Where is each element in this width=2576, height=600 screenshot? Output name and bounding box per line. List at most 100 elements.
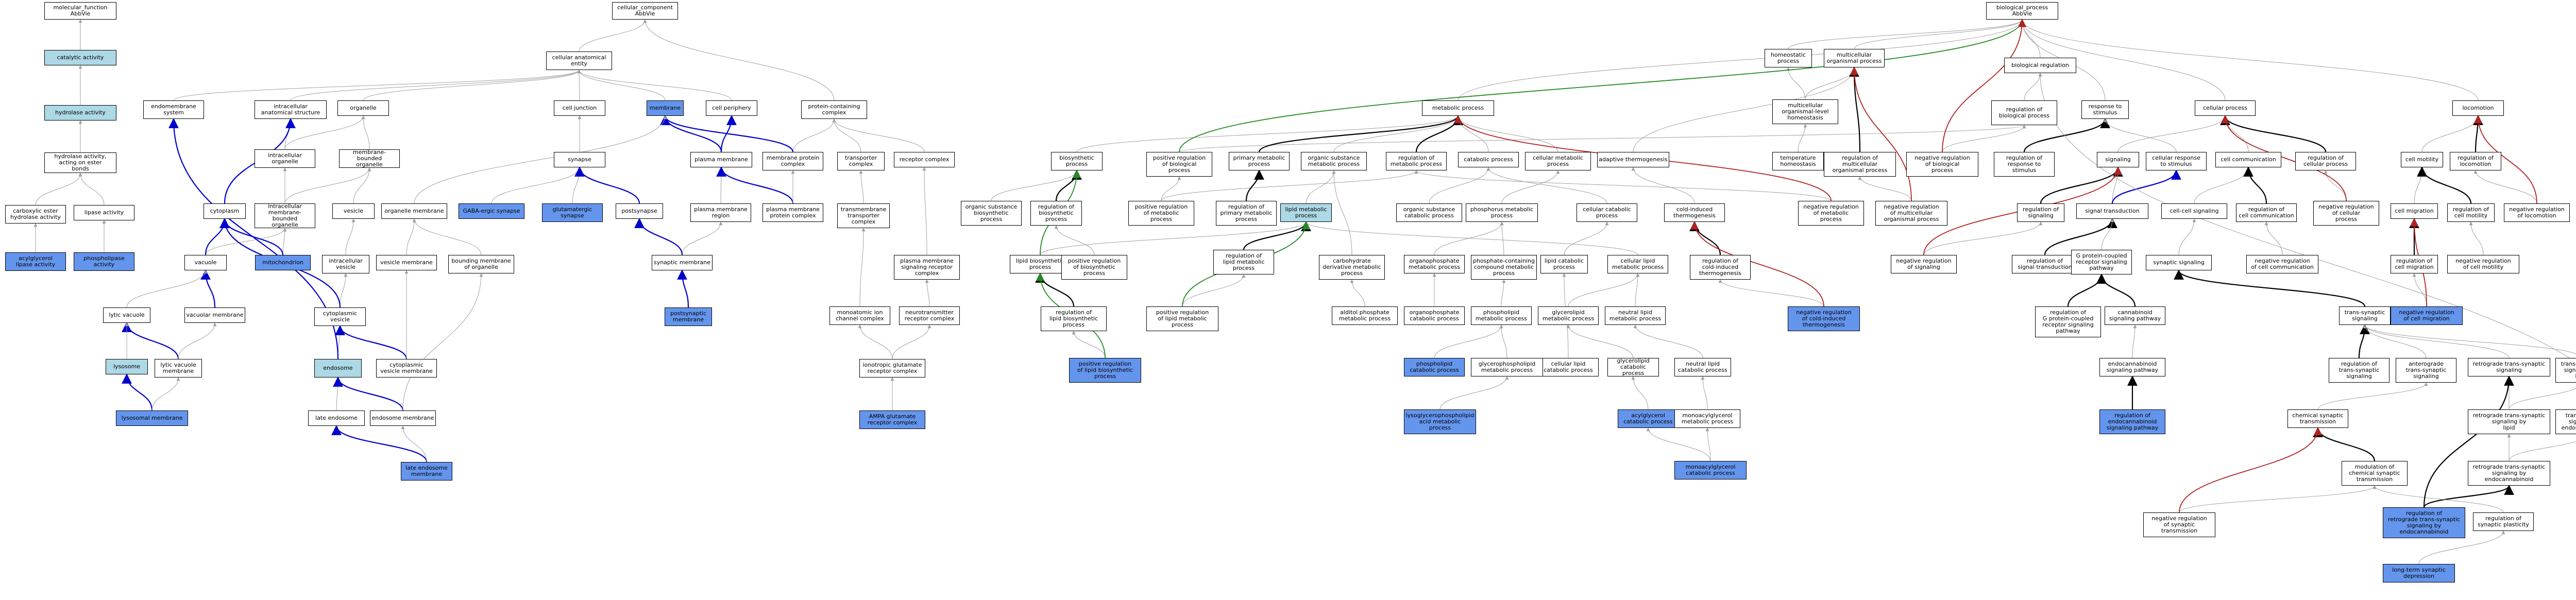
node-membrane-bounded[interactable]: membrane-bounded organelle	[339, 149, 400, 168]
node-trans-synaptic-lipid[interactable]: trans-synaptic signaling by lipid	[2555, 358, 2576, 383]
node-pm-protein-complex[interactable]: plasma membrane protein complex	[762, 203, 823, 222]
node-reg-trans-synaptic[interactable]: regulation of trans-synaptic signaling	[2329, 358, 2389, 383]
node-vesicle[interactable]: vesicle	[332, 203, 375, 219]
node-reg-gpcr[interactable]: regulation of G protein-coupled receptor…	[2035, 306, 2101, 337]
node-neg-reg-multicellular[interactable]: negative regulation of multicellular org…	[1875, 201, 1947, 226]
node-neg-reg-synaptic[interactable]: negative regulation of synaptic transmis…	[2143, 512, 2215, 537]
node-vesicle-membrane[interactable]: vesicle membrane	[376, 255, 437, 270]
node-reg-signaling[interactable]: regulation of signaling	[2017, 203, 2064, 222]
node-alditol-phosphate[interactable]: alditol phosphate metabolic process	[1332, 306, 1398, 325]
node-reg-bio-process[interactable]: regulation of biological process	[1991, 100, 2057, 125]
node-homeostatic[interactable]: homeostatic process	[1765, 49, 1812, 67]
node-catabolic[interactable]: catabolic process	[1458, 152, 1519, 167]
node-membrane[interactable]: membrane	[647, 100, 684, 116]
node-endosome[interactable]: endosome	[314, 359, 362, 378]
node-protein-complex[interactable]: protein-containing complex	[801, 100, 867, 119]
node-intracellular-as[interactable]: intracellular anatomical structure	[255, 100, 327, 119]
node-trans-synaptic[interactable]: trans-synaptic signaling	[2339, 306, 2391, 325]
node-ionotropic[interactable]: ionotropic glutamate receptor complex	[859, 359, 925, 378]
node-cc[interactable]: cellular_component AbbVie	[612, 2, 678, 20]
node-plasma-membrane[interactable]: plasma membrane	[690, 152, 752, 167]
node-cellular-process[interactable]: cellular process	[2195, 100, 2256, 116]
node-gaba-synapse[interactable]: GABA-ergic synapse	[459, 203, 524, 219]
node-metabolic[interactable]: metabolic process	[1422, 100, 1494, 116]
node-endocannabinoid-signaling[interactable]: endocannabinoid signaling pathway	[2099, 358, 2165, 376]
node-neg-reg-cell-migration[interactable]: negative regulation of cell migration	[2391, 306, 2463, 325]
node-anterograde[interactable]: anterograde trans-synaptic signaling	[2396, 358, 2456, 383]
node-cytoplasmic-vesicle[interactable]: cytoplasmic vesicle	[314, 307, 366, 326]
node-synapse[interactable]: synapse	[554, 152, 605, 167]
node-primary-metabolic[interactable]: primary metabolic process	[1229, 152, 1290, 170]
node-neurotransmitter-rc[interactable]: neurotransmitter receptor complex	[899, 306, 960, 325]
node-bounding-membrane[interactable]: bounding membrane of organelle	[448, 255, 514, 273]
node-reg-lipid-metabolic[interactable]: regulation of lipid metabolic process	[1213, 250, 1274, 275]
node-reg-cell-comm[interactable]: regulation of cell communication	[2236, 203, 2297, 222]
node-organic-substance-metabolic[interactable]: organic substance metabolic process	[1301, 152, 1367, 170]
node-reg-cell-migration[interactable]: regulation of cell migration	[2391, 255, 2438, 273]
node-reg-biosynthetic[interactable]: regulation of biosynthetic process	[1030, 201, 1082, 226]
node-organelle-membrane[interactable]: organelle membrane	[381, 203, 447, 219]
node-response-stimulus[interactable]: response to stimulus	[2081, 100, 2129, 119]
node-intracellular-organelle[interactable]: intracellular organelle	[255, 149, 315, 168]
node-cellular-lipid-metabolic[interactable]: cellular lipid metabolic process	[1607, 255, 1668, 273]
node-temperature-homeostasis[interactable]: temperature homeostasis	[1772, 152, 1824, 170]
node-phospholipid-catabolic[interactable]: phospholipid catabolic process	[1404, 358, 1465, 376]
node-lysosome[interactable]: lysosome	[106, 359, 148, 374]
node-synaptic-signaling[interactable]: synaptic signaling	[2146, 255, 2212, 270]
node-neg-reg-metabolic[interactable]: negative regulation of metabolic process	[1798, 201, 1864, 226]
node-phospholipid-metabolic[interactable]: phospholipid metabolic process	[1471, 306, 1532, 325]
node-late-endosome-membrane[interactable]: late endosome membrane	[401, 462, 452, 481]
node-glutamatergic[interactable]: glutamatergic synapse	[542, 203, 603, 222]
node-retrograde[interactable]: retrograde trans-synaptic signaling	[2468, 358, 2550, 376]
node-cell-migration[interactable]: cell migration	[2391, 203, 2438, 219]
node-hydrolase-ester[interactable]: hydrolase activity, acting on ester bond…	[44, 152, 116, 173]
node-neg-reg-cold-thermo[interactable]: negative regulation of cold-induced ther…	[1788, 306, 1860, 331]
node-cell-junction[interactable]: cell junction	[554, 100, 605, 116]
node-cytoplasm[interactable]: cytoplasm	[204, 203, 246, 219]
node-biosynthetic[interactable]: biosynthetic process	[1051, 152, 1103, 170]
node-mitochondrion[interactable]: mitochondrion	[255, 255, 311, 270]
node-pos-reg-metabolic[interactable]: positive regulation of metabolic process	[1128, 201, 1194, 226]
node-neutral-lipid-metabolic[interactable]: neutral lipid metabolic process	[1605, 306, 1666, 325]
node-reg-response[interactable]: regulation of response to stimulus	[1994, 152, 2055, 177]
node-neg-reg-cell-comm[interactable]: negative regulation of cell communicatio…	[2246, 255, 2318, 273]
node-multicellular-homeostasis[interactable]: multicellular organismal-level homeostas…	[1772, 99, 1838, 124]
node-reg-metabolic[interactable]: regulation of metabolic process	[1386, 152, 1447, 170]
node-phospholipase[interactable]: phospholipase activity	[74, 252, 134, 271]
node-bp[interactable]: biological_process AbbVie	[1986, 2, 2058, 20]
node-acylglycerol-lipase[interactable]: acylglycerol lipase activity	[5, 252, 66, 271]
node-vacuolar-membrane[interactable]: vacuolar membrane	[184, 307, 245, 323]
node-lipid-metabolic[interactable]: lipid metabolic process	[1280, 203, 1332, 222]
node-postsynaptic-membrane[interactable]: postsynaptic membrane	[665, 307, 712, 326]
node-neg-reg-locomotion[interactable]: negative regulation of locomotion	[2504, 203, 2570, 222]
node-lipid-catabolic[interactable]: lipid catabolic process	[1540, 255, 1588, 273]
node-phosphorus-metabolic[interactable]: phosphorus metabolic process	[1466, 203, 1538, 222]
node-organophosphate-catabolic[interactable]: organophosphate catabolic process	[1404, 306, 1465, 325]
node-organic-substance-catabolic[interactable]: organic substance catabolic process	[1396, 203, 1462, 222]
node-pm-region[interactable]: plasma membrane region	[690, 203, 751, 222]
node-phosphate-compound[interactable]: phosphate-containing compound metabolic …	[1471, 255, 1537, 280]
node-lysosomal-membrane[interactable]: lysosomal membrane	[116, 410, 188, 426]
node-acylglycerol-catabolic[interactable]: acylglycerol catabolic process	[1618, 409, 1679, 428]
node-cellular-response[interactable]: cellular response to stimulus	[2146, 152, 2207, 170]
node-glycerolipid-catabolic[interactable]: glycerolipid catabolic process	[1607, 358, 1659, 376]
node-intracellular-mbo[interactable]: intracellular membrane-bounded organelle	[255, 203, 315, 228]
node-cold-thermo[interactable]: cold-induced thermogenesis	[1664, 203, 1725, 222]
node-organelle[interactable]: organelle	[337, 100, 389, 116]
node-pos-reg-bio[interactable]: positive regulation of biological proces…	[1146, 152, 1212, 177]
node-cytoplasmic-vesicle-membrane[interactable]: cytoplasmic vesicle membrane	[376, 359, 437, 378]
node-reg-lipid-biosynthetic[interactable]: regulation of lipid biosynthetic process	[1041, 306, 1107, 331]
node-neg-reg-bio[interactable]: negative regulation of biological proces…	[1906, 152, 1978, 177]
node-reg-multicellular[interactable]: regulation of multicellular organismal p…	[1824, 152, 1896, 177]
node-lytic-vacuole-membrane[interactable]: lytic vacuole membrane	[155, 359, 202, 378]
node-biological-regulation[interactable]: biological regulation	[2004, 58, 2076, 73]
node-monoacylglycerol-metabolic[interactable]: monoacylglycerol metabolic process	[1674, 409, 1740, 428]
node-intracellular-vesicle[interactable]: intracellular vesicle	[322, 255, 369, 273]
node-reg-signal-transduction[interactable]: regulation of signal transduction	[2012, 255, 2078, 273]
node-lipid-biosynthetic[interactable]: lipid biosynthetic process	[1010, 255, 1071, 273]
node-reg-locomotion[interactable]: regulation of locomotion	[2450, 152, 2501, 170]
node-pm-signaling-receptor[interactable]: plasma membrane signaling receptor compl…	[894, 255, 960, 280]
node-reg-primary-metabolic[interactable]: regulation of primary metabolic process	[1216, 201, 1277, 226]
node-reg-cell-motility[interactable]: regulation of cell motility	[2447, 203, 2495, 222]
node-gpcr-signaling[interactable]: G protein-coupled receptor signaling pat…	[2071, 250, 2132, 275]
